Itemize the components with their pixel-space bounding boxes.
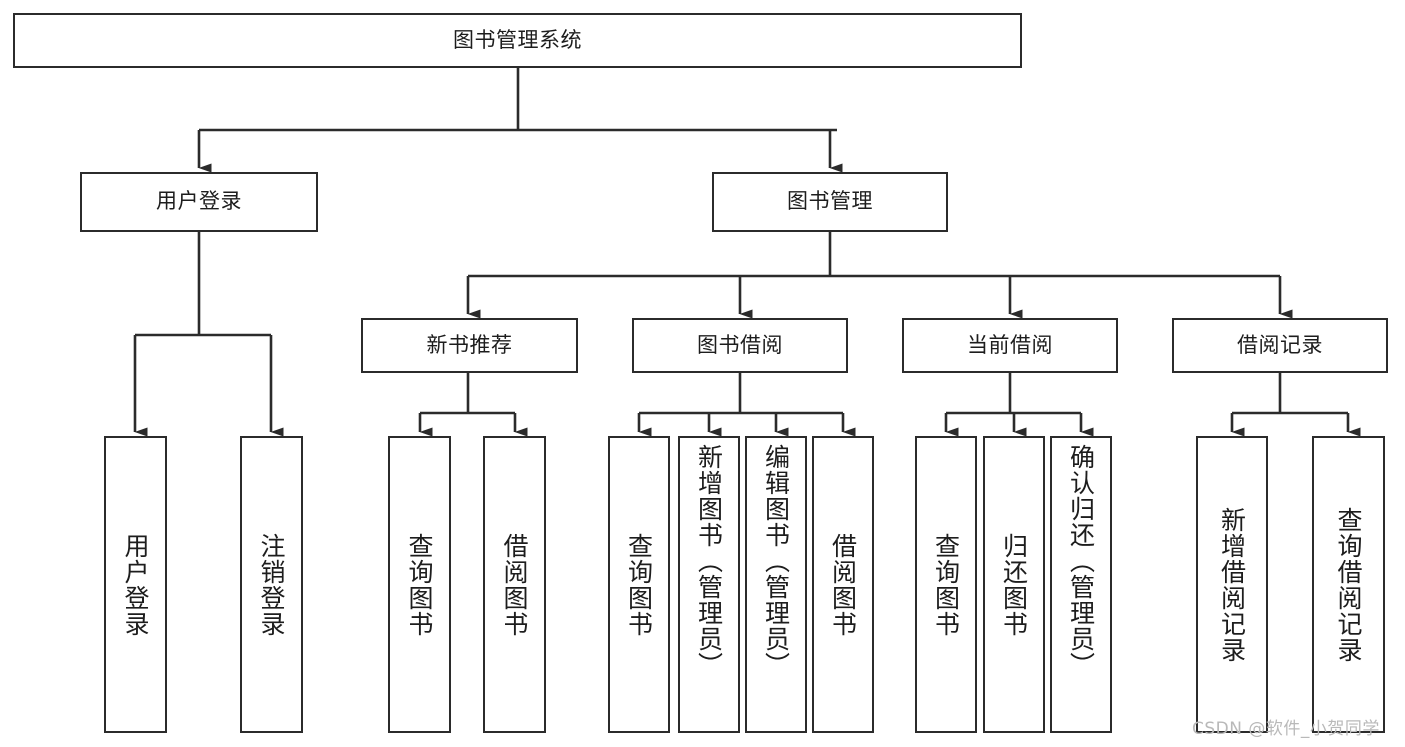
leaf-node[interactable]: 借阅图书 bbox=[812, 436, 874, 733]
node-borrow-record-label: 借阅记录 bbox=[1237, 332, 1323, 357]
leaf-node-label: 借阅图书 bbox=[500, 532, 529, 637]
node-current-borrow-label: 当前借阅 bbox=[967, 332, 1053, 357]
leaf-node[interactable]: 借阅图书 bbox=[483, 436, 546, 733]
node-new-book-recommend-label: 新书推荐 bbox=[426, 332, 513, 357]
node-book-borrow[interactable]: 图书借阅 bbox=[632, 318, 848, 373]
node-new-book-recommend[interactable]: 新书推荐 bbox=[361, 318, 578, 373]
leaf-node[interactable]: 新增借阅记录 bbox=[1196, 436, 1268, 733]
node-borrow-record[interactable]: 借阅记录 bbox=[1172, 318, 1388, 373]
node-book-borrow-label: 图书借阅 bbox=[697, 332, 783, 357]
leaf-node-label: 新增图书（管理员） bbox=[694, 444, 724, 678]
leaf-node[interactable]: 用户登录 bbox=[104, 436, 167, 733]
leaf-node[interactable]: 注销登录 bbox=[240, 436, 303, 733]
leaf-node[interactable]: 查询图书 bbox=[388, 436, 451, 733]
node-root-label: 图书管理系统 bbox=[453, 27, 582, 52]
node-user-login[interactable]: 用户登录 bbox=[80, 172, 318, 232]
leaf-node-label: 注销登录 bbox=[257, 532, 286, 637]
leaf-node-label: 借阅图书 bbox=[828, 532, 858, 637]
node-root[interactable]: 图书管理系统 bbox=[13, 13, 1022, 68]
leaf-node[interactable]: 查询图书 bbox=[608, 436, 670, 733]
node-book-management[interactable]: 图书管理 bbox=[712, 172, 948, 232]
leaf-node-label: 编辑图书（管理员） bbox=[761, 444, 791, 678]
leaf-node[interactable]: 查询图书 bbox=[915, 436, 977, 733]
leaf-node-label: 归还图书 bbox=[999, 532, 1029, 637]
leaf-node-label: 查询借阅记录 bbox=[1334, 506, 1363, 663]
node-user-login-label: 用户登录 bbox=[156, 189, 242, 214]
leaf-node-label: 新增借阅记录 bbox=[1217, 506, 1247, 663]
node-current-borrow[interactable]: 当前借阅 bbox=[902, 318, 1118, 373]
leaf-node[interactable]: 新增图书（管理员） bbox=[678, 436, 740, 733]
leaf-node-label: 查询图书 bbox=[405, 532, 434, 637]
leaf-node[interactable]: 归还图书 bbox=[983, 436, 1045, 733]
leaf-node-label: 用户登录 bbox=[121, 532, 150, 637]
leaf-node-label: 确认归还（管理员） bbox=[1066, 444, 1096, 678]
leaf-node[interactable]: 编辑图书（管理员） bbox=[745, 436, 807, 733]
leaf-node[interactable]: 确认归还（管理员） bbox=[1050, 436, 1112, 733]
leaf-node[interactable]: 查询借阅记录 bbox=[1312, 436, 1385, 733]
node-book-management-label: 图书管理 bbox=[787, 189, 873, 214]
leaf-node-label: 查询图书 bbox=[931, 532, 961, 637]
watermark: CSDN @软件_小贺同学 bbox=[1192, 719, 1380, 739]
leaf-node-label: 查询图书 bbox=[624, 532, 654, 637]
